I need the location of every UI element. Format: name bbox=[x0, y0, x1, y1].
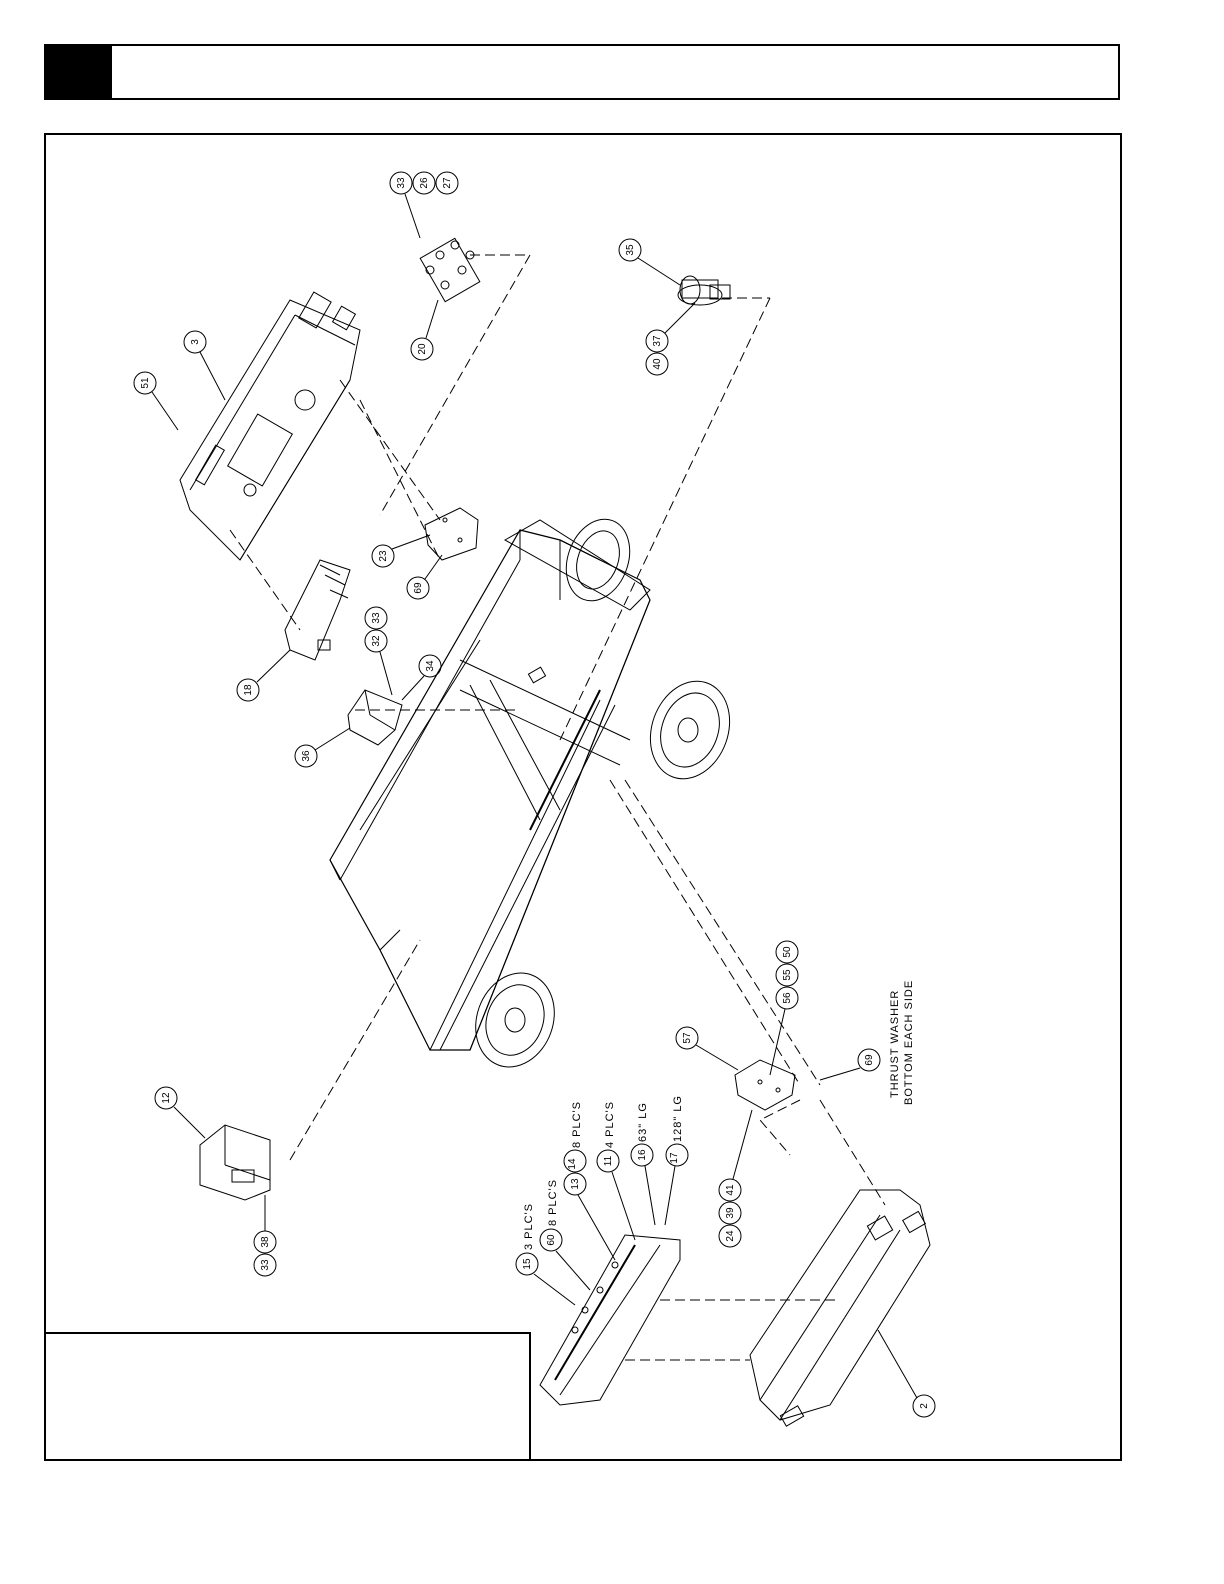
callout-38: 38 bbox=[254, 1195, 276, 1253]
side-cover bbox=[750, 1190, 930, 1426]
svg-text:13: 13 bbox=[570, 1178, 581, 1190]
note-17: 128" LG bbox=[672, 1095, 684, 1142]
svg-text:32: 32 bbox=[371, 635, 382, 647]
svg-text:69: 69 bbox=[864, 1054, 875, 1066]
callout-2: 2 bbox=[878, 1330, 935, 1417]
chassis bbox=[330, 520, 650, 1050]
note-16: 63" LG bbox=[637, 1102, 649, 1142]
wheel-right-rear bbox=[555, 510, 640, 609]
svg-text:2: 2 bbox=[919, 1403, 930, 1409]
callout-69-lower: 69 bbox=[820, 1049, 880, 1080]
callout-55: 55 bbox=[776, 964, 798, 986]
relay-box bbox=[348, 690, 402, 745]
callout-26: 26 bbox=[413, 172, 435, 194]
svg-text:33: 33 bbox=[396, 177, 407, 189]
callout-35: 35 bbox=[619, 239, 680, 285]
svg-text:16: 16 bbox=[637, 1149, 648, 1161]
callout-27: 27 bbox=[436, 172, 458, 194]
svg-text:38: 38 bbox=[260, 1236, 271, 1248]
svg-text:17: 17 bbox=[669, 1152, 680, 1164]
callout-33-top: 33 bbox=[390, 172, 412, 194]
note-11: 4 PLC'S bbox=[604, 1101, 616, 1148]
svg-text:14: 14 bbox=[567, 1158, 578, 1170]
callout-33-lower: 33 bbox=[254, 1254, 276, 1276]
callout-12: 12 bbox=[155, 1087, 205, 1138]
callout-37: 37 bbox=[646, 330, 668, 352]
callout-56: 56 bbox=[770, 987, 798, 1075]
callout-32: 32 bbox=[365, 630, 387, 652]
callout-13: 13 bbox=[564, 1173, 586, 1195]
svg-text:24: 24 bbox=[725, 1230, 736, 1242]
bracket-57 bbox=[735, 1060, 795, 1110]
callout-15: 15 bbox=[516, 1253, 575, 1305]
wheel-left-front bbox=[463, 962, 567, 1078]
callout-3: 3 bbox=[184, 331, 225, 400]
callout-60: 60 bbox=[540, 1229, 590, 1290]
charger-box bbox=[200, 1125, 270, 1200]
svg-text:15: 15 bbox=[522, 1258, 533, 1270]
callout-33-mid: 33 bbox=[365, 607, 392, 695]
title-block bbox=[44, 1332, 531, 1461]
callout-20: 20 bbox=[411, 300, 438, 360]
callout-41: 41 bbox=[719, 1110, 752, 1201]
control-box bbox=[180, 292, 360, 560]
svg-text:20: 20 bbox=[417, 343, 428, 355]
svg-text:57: 57 bbox=[682, 1032, 693, 1044]
svg-text:23: 23 bbox=[378, 550, 389, 562]
svg-text:35: 35 bbox=[625, 244, 636, 256]
svg-text:39: 39 bbox=[725, 1207, 736, 1219]
svg-text:33: 33 bbox=[260, 1259, 271, 1271]
note-60: 8 PLC'S bbox=[547, 1179, 559, 1226]
svg-text:12: 12 bbox=[161, 1092, 172, 1104]
callout-16: 16 bbox=[631, 1144, 655, 1225]
svg-text:34: 34 bbox=[425, 660, 436, 672]
notes: 3 PLC'S 8 PLC'S 8 PLC'S 4 PLC'S 63" LG 1… bbox=[523, 980, 915, 1250]
callout-11: 11 bbox=[597, 1150, 635, 1240]
note-15: 3 PLC'S bbox=[523, 1203, 535, 1250]
pump-motor bbox=[678, 276, 730, 305]
svg-text:56: 56 bbox=[782, 992, 793, 1004]
bracket-23 bbox=[425, 508, 478, 560]
svg-text:18: 18 bbox=[243, 684, 254, 696]
callout-24: 24 bbox=[719, 1225, 741, 1247]
callout-51: 51 bbox=[134, 372, 178, 430]
callout-50: 50 bbox=[776, 941, 798, 963]
svg-text:11: 11 bbox=[603, 1155, 614, 1166]
note-14: 8 PLC'S bbox=[571, 1101, 583, 1148]
note-bottom-each-side: BOTTOM EACH SIDE bbox=[903, 980, 915, 1105]
callout-36: 36 bbox=[295, 728, 350, 767]
svg-text:60: 60 bbox=[546, 1234, 557, 1246]
svg-text:3: 3 bbox=[190, 339, 201, 345]
callout-57: 57 bbox=[676, 1027, 738, 1070]
svg-text:26: 26 bbox=[419, 177, 430, 189]
wheel-right-front bbox=[637, 670, 743, 790]
callout-23: 23 bbox=[372, 535, 430, 567]
callout-39: 39 bbox=[719, 1202, 741, 1224]
svg-text:41: 41 bbox=[725, 1184, 736, 1196]
note-thrust-washer: THRUST WASHER bbox=[889, 990, 901, 1098]
terminal-block bbox=[285, 560, 350, 660]
svg-text:40: 40 bbox=[652, 358, 663, 370]
hose-tray bbox=[540, 1235, 680, 1405]
callout-17: 17 bbox=[665, 1144, 688, 1225]
svg-text:55: 55 bbox=[782, 969, 793, 981]
svg-text:27: 27 bbox=[442, 177, 453, 189]
svg-text:50: 50 bbox=[782, 946, 793, 958]
callout-69-upper: 69 bbox=[407, 555, 442, 599]
valve-manifold bbox=[420, 238, 480, 301]
svg-text:33: 33 bbox=[371, 612, 382, 624]
svg-text:36: 36 bbox=[301, 750, 312, 762]
svg-text:37: 37 bbox=[652, 335, 663, 347]
callout-18: 18 bbox=[237, 650, 290, 701]
svg-text:69: 69 bbox=[413, 582, 424, 594]
svg-text:51: 51 bbox=[140, 377, 151, 389]
